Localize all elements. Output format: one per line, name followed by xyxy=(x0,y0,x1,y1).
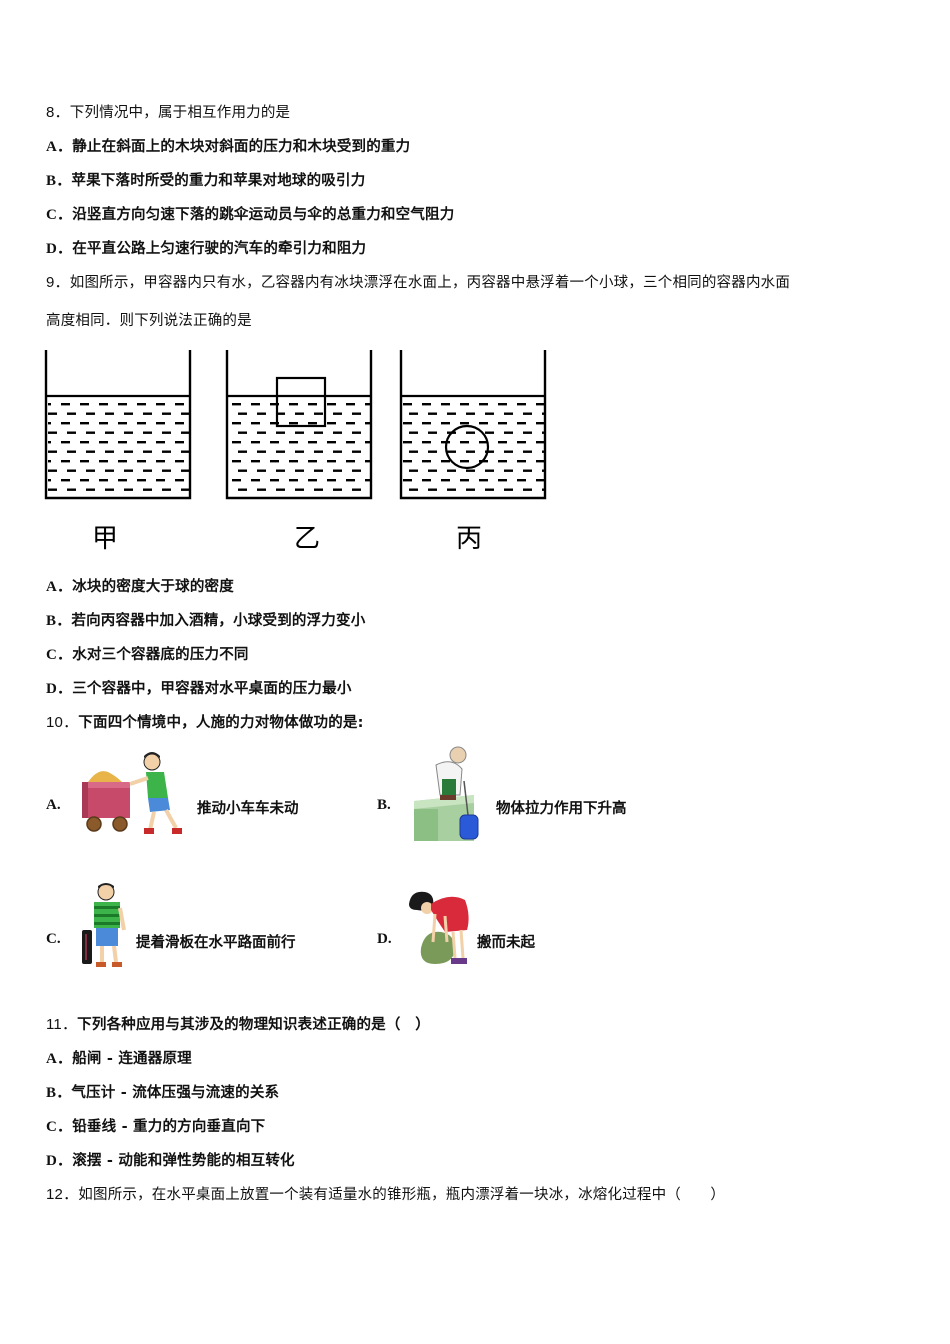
q9-option-b: B．若向丙容器中加入酒精，小球受到的浮力变小 xyxy=(46,610,365,631)
q10-option-d-label: D. xyxy=(377,931,392,947)
q8-option-d-text: 在平直公路上匀速行驶的汽车的牵引力和阻力 xyxy=(72,241,367,257)
q9-option-b-label: B． xyxy=(46,613,72,629)
q9-stem-line2: 高度相同．则下列说法正确的是 xyxy=(46,310,252,331)
q11-option-a-label: A． xyxy=(46,1051,73,1067)
q9-option-c-text: 水对三个容器底的压力不同 xyxy=(72,647,249,663)
q11-option-c-text: 铅垂线 - 重力的方向垂直向下 xyxy=(72,1119,266,1135)
q10-number: 10． xyxy=(46,714,79,731)
q8-option-c: C．沿竖直方向匀速下落的跳伞运动员与伞的总重力和空气阻力 xyxy=(46,204,454,225)
q9-number: 9． xyxy=(46,274,70,291)
container-yi xyxy=(225,350,373,500)
q9-stem-text-1: 如图所示，甲容器内只有水，乙容器内有冰块漂浮在水面上，丙容器中悬浮着一个小球，三… xyxy=(69,275,791,291)
container-bing xyxy=(399,350,547,500)
q11-stem-text: 下列各种应用与其涉及的物理知识表述正确的是（ ） xyxy=(77,1017,430,1033)
containers-diagram xyxy=(44,350,547,500)
q11-option-b-text: 气压计 - 流体压强与流速的关系 xyxy=(71,1085,280,1101)
q11-option-d-text: 滚摆 - 动能和弹性势能的相互转化 xyxy=(72,1153,295,1169)
q10-stem: 10．下面四个情境中，人施的力对物体做功的是: xyxy=(46,712,364,733)
q9-stem-text-2: 高度相同．则下列说法正确的是 xyxy=(46,313,252,329)
label-yi: 乙 xyxy=(294,524,321,554)
q10-option-a-caption: 推动小车车未动 xyxy=(197,801,299,817)
q12-stem-text: 如图所示，在水平桌面上放置一个装有适量水的锥形瓶，瓶内漂浮着一块冰，冰熔化过程中… xyxy=(78,1187,726,1203)
q8-option-a-label: A． xyxy=(46,139,73,155)
q9-option-d-text: 三个容器中，甲容器对水平桌面的压力最小 xyxy=(72,681,352,697)
q8-stem: 8．下列情况中，属于相互作用力的是 xyxy=(46,102,290,123)
woman-lifting-rock-image xyxy=(405,886,475,970)
q8-option-a-text: 静止在斜面上的木块对斜面的压力和木块受到的重力 xyxy=(72,139,411,155)
q10-option-b-caption: 物体拉力作用下升高 xyxy=(496,801,627,817)
q10-option-b-label: B. xyxy=(377,797,391,813)
boy-carrying-skateboard-image xyxy=(80,882,136,970)
q8-option-d-label: D． xyxy=(46,241,73,257)
q10-option-c-label: C. xyxy=(46,931,61,947)
suspended-ball xyxy=(444,424,490,470)
q8-option-b-text: 苹果下落时所受的重力和苹果对地球的吸引力 xyxy=(71,173,366,189)
q11-option-b: B．气压计 - 流体压强与流速的关系 xyxy=(46,1082,279,1103)
q9-option-a-label: A． xyxy=(46,579,73,595)
ice-block xyxy=(275,376,327,428)
boy-pushing-cart-image xyxy=(78,750,190,840)
label-jia: 甲 xyxy=(92,524,119,554)
q9-option-d: D．三个容器中，甲容器对水平桌面的压力最小 xyxy=(46,678,352,699)
q8-option-b: B．苹果下落时所受的重力和苹果对地球的吸引力 xyxy=(46,170,365,191)
q8-option-a: A．静止在斜面上的木块对斜面的压力和木块受到的重力 xyxy=(46,136,410,157)
q11-option-b-label: B． xyxy=(46,1085,72,1101)
q12-stem: 12．如图所示，在水平桌面上放置一个装有适量水的锥形瓶，瓶内漂浮着一块冰，冰熔化… xyxy=(46,1184,725,1205)
q11-option-a-text: 船闸 - 连通器原理 xyxy=(72,1051,192,1067)
q9-option-a-text: 冰块的密度大于球的密度 xyxy=(72,579,234,595)
q10-option-c-caption: 提着滑板在水平路面前行 xyxy=(136,935,296,951)
q9-option-c: C．水对三个容器底的压力不同 xyxy=(46,644,249,665)
q11-stem: 11．下列各种应用与其涉及的物理知识表述正确的是（ ） xyxy=(46,1014,430,1035)
q11-option-d: D．滚摆 - 动能和弹性势能的相互转化 xyxy=(46,1150,295,1171)
q11-option-a: A．船闸 - 连通器原理 xyxy=(46,1048,192,1069)
q10-option-d-caption: 搬而未起 xyxy=(477,935,535,951)
q9-option-b-text: 若向丙容器中加入酒精，小球受到的浮力变小 xyxy=(71,613,366,629)
container-jia xyxy=(44,350,192,500)
q8-option-c-label: C． xyxy=(46,207,73,223)
q8-stem-text: 下列情况中，属于相互作用力的是 xyxy=(69,105,291,121)
q9-containers-figure: 甲 乙 丙 xyxy=(40,344,560,564)
q10-option-a-label: A. xyxy=(46,797,61,813)
label-bing: 丙 xyxy=(456,524,483,554)
q9-option-a: A．冰块的密度大于球的密度 xyxy=(46,576,234,597)
q9-stem-line1: 9．如图所示，甲容器内只有水，乙容器内有冰块漂浮在水面上，丙容器中悬浮着一个小球… xyxy=(46,272,790,293)
q10-stem-text: 下面四个情境中，人施的力对物体做功的是: xyxy=(78,715,364,731)
q9-option-d-label: D． xyxy=(46,681,73,697)
q11-number: 11． xyxy=(46,1016,78,1033)
q8-number: 8． xyxy=(46,104,70,121)
q11-option-c: C．铅垂线 - 重力的方向垂直向下 xyxy=(46,1116,265,1137)
q8-option-c-text: 沿竖直方向匀速下落的跳伞运动员与伞的总重力和空气阻力 xyxy=(72,207,455,223)
man-lifting-bucket-image xyxy=(412,745,490,843)
q11-option-d-label: D． xyxy=(46,1153,73,1169)
q12-number: 12． xyxy=(46,1186,79,1203)
q11-option-c-label: C． xyxy=(46,1119,73,1135)
q8-option-b-label: B． xyxy=(46,173,72,189)
q9-option-c-label: C． xyxy=(46,647,73,663)
q8-option-d: D．在平直公路上匀速行驶的汽车的牵引力和阻力 xyxy=(46,238,366,259)
